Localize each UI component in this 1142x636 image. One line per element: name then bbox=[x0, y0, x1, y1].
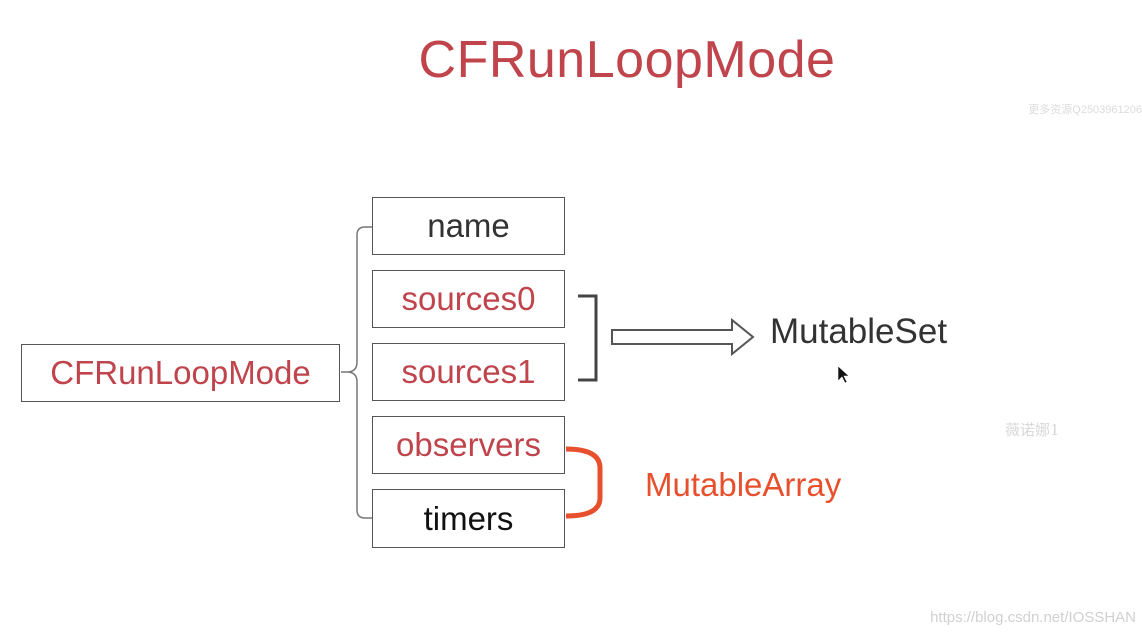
cursor-icon bbox=[837, 365, 850, 384]
watermark-bottom: https://blog.csdn.net/IOSSHAN bbox=[930, 609, 1136, 626]
field-name: name bbox=[372, 197, 565, 255]
mutable-set-label: MutableSet bbox=[770, 312, 948, 351]
set-arrow bbox=[611, 317, 755, 357]
diagram-title: CFRunLoopMode bbox=[418, 31, 836, 89]
field-observers: observers bbox=[372, 416, 565, 474]
array-brace bbox=[565, 446, 603, 519]
root-node-cfrunloopmode: CFRunLoopMode bbox=[21, 344, 340, 402]
watermark-top: 更多资源Q2503961206 bbox=[1028, 104, 1142, 116]
mutable-array-label: MutableArray bbox=[645, 466, 842, 503]
field-sources0: sources0 bbox=[372, 270, 565, 328]
field-sources1: sources1 bbox=[372, 343, 565, 401]
group-brace bbox=[341, 226, 372, 519]
field-timers: timers bbox=[372, 489, 565, 548]
sources-bracket bbox=[578, 294, 598, 382]
watermark-middle: 薇诺娜1 bbox=[1005, 421, 1060, 439]
